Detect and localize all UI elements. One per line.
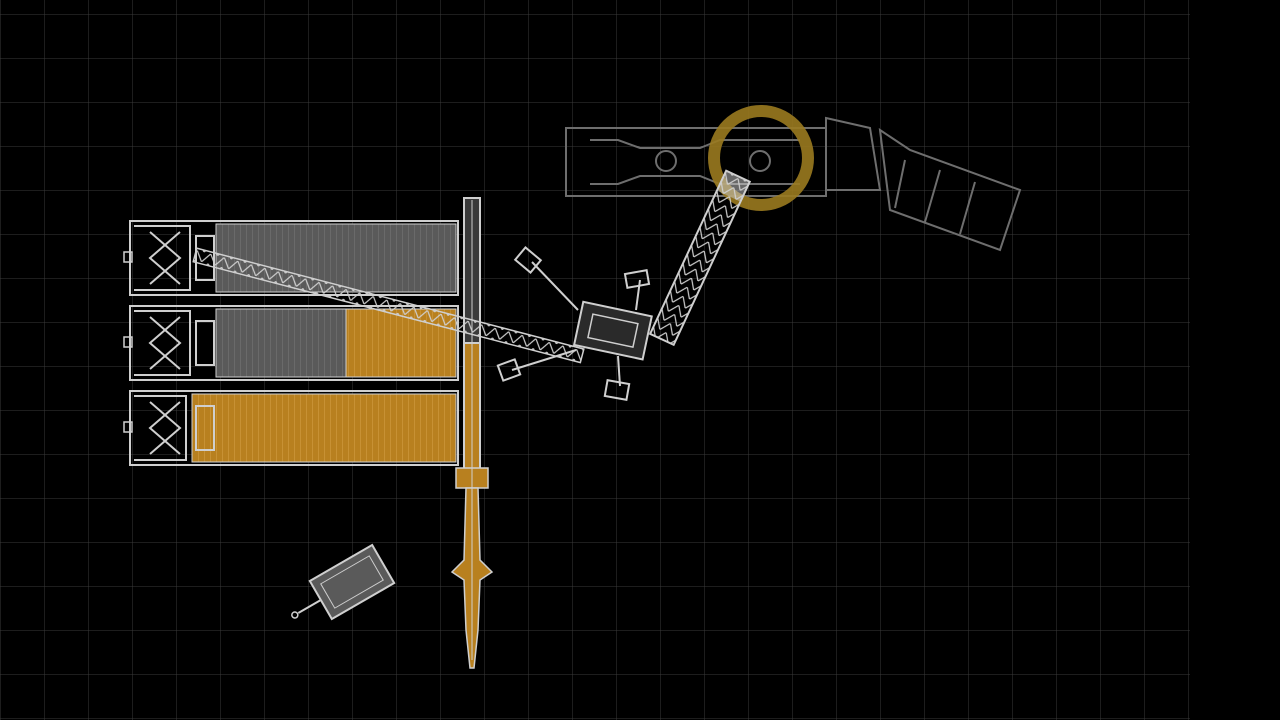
small-trailer	[291, 543, 396, 621]
highlight-target-ring	[708, 105, 814, 211]
container-top	[123, 220, 459, 296]
grid-background	[0, 0, 1190, 720]
outriggers	[496, 246, 651, 401]
vertical-boom	[450, 197, 494, 669]
lattice-conveyor	[192, 247, 585, 364]
container-bottom	[123, 390, 459, 466]
central-unit	[572, 300, 653, 361]
radial-boom	[648, 169, 752, 347]
container-middle	[123, 305, 459, 381]
